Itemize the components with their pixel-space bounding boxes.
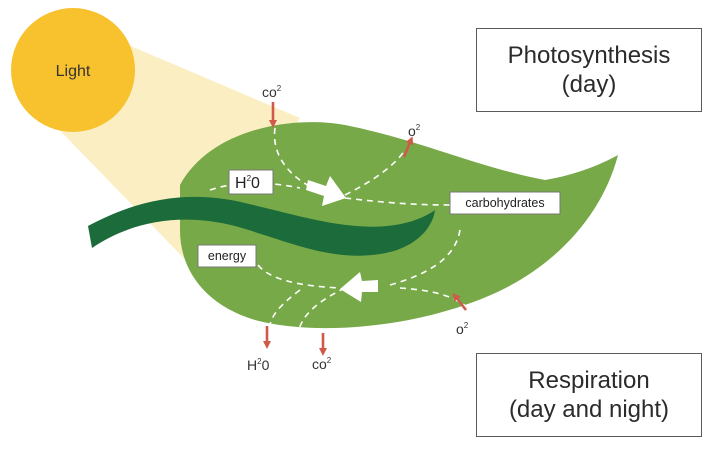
- carbohydrates-tag: [449, 191, 561, 215]
- co2-in-label: co2: [262, 84, 282, 100]
- co2-out-label: co2: [312, 356, 332, 372]
- o2-out-arrow: [402, 136, 414, 158]
- leaf-stem: [88, 196, 435, 256]
- o2-in-arrow: [452, 292, 468, 311]
- sun-label: Light: [56, 63, 91, 80]
- energy-label: energy: [208, 249, 247, 263]
- o2-out-label: o2: [408, 123, 421, 139]
- respiration-subtitle: (day and night): [508, 396, 670, 423]
- photosynthesis-title-box: Photosynthesis (day): [476, 28, 702, 112]
- respiration-direction-arrow: [340, 272, 378, 302]
- sun: [11, 8, 135, 132]
- o2-in-label: o2: [456, 321, 469, 337]
- respiration-title: Respiration: [528, 367, 650, 394]
- photosynthesis-subtitle: (day): [561, 71, 617, 98]
- photosynthesis-direction-arrow: [306, 176, 346, 206]
- carbohydrates-label: carbohydrates: [465, 196, 544, 210]
- photosynthesis-title: Photosynthesis: [507, 42, 671, 69]
- energy-tag: [197, 244, 257, 268]
- respiration-title-box: Respiration (day and night): [476, 353, 702, 437]
- gas-exchange-arrows: [263, 102, 468, 356]
- respiration-flow-lines: [257, 264, 471, 336]
- h2o-in-tag: [228, 169, 274, 195]
- h2o-in-label: H20: [235, 174, 260, 192]
- h2o-out-label: H20: [247, 357, 270, 373]
